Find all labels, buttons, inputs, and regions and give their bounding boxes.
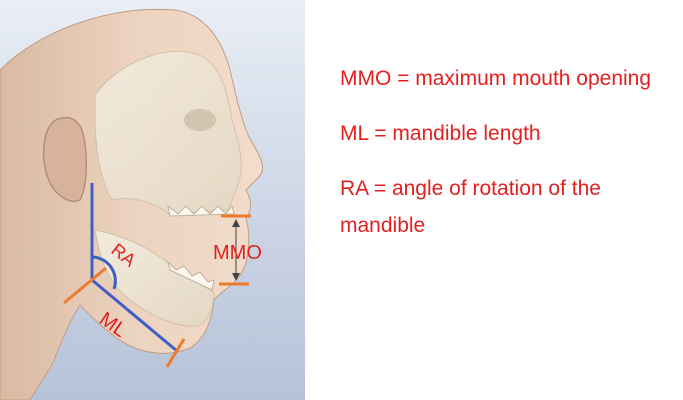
legend: MMO = maximum mouth opening ML = mandibl…: [340, 60, 675, 262]
eye-socket: [184, 109, 216, 131]
legend-item-ra: RA = angle of rotation of the mandible: [340, 170, 675, 244]
mmo-label: MMO: [213, 242, 262, 264]
legend-item-ml: ML = mandible length: [340, 115, 675, 152]
skull-bone: [95, 51, 241, 214]
legend-item-mmo: MMO = maximum mouth opening: [340, 60, 675, 97]
